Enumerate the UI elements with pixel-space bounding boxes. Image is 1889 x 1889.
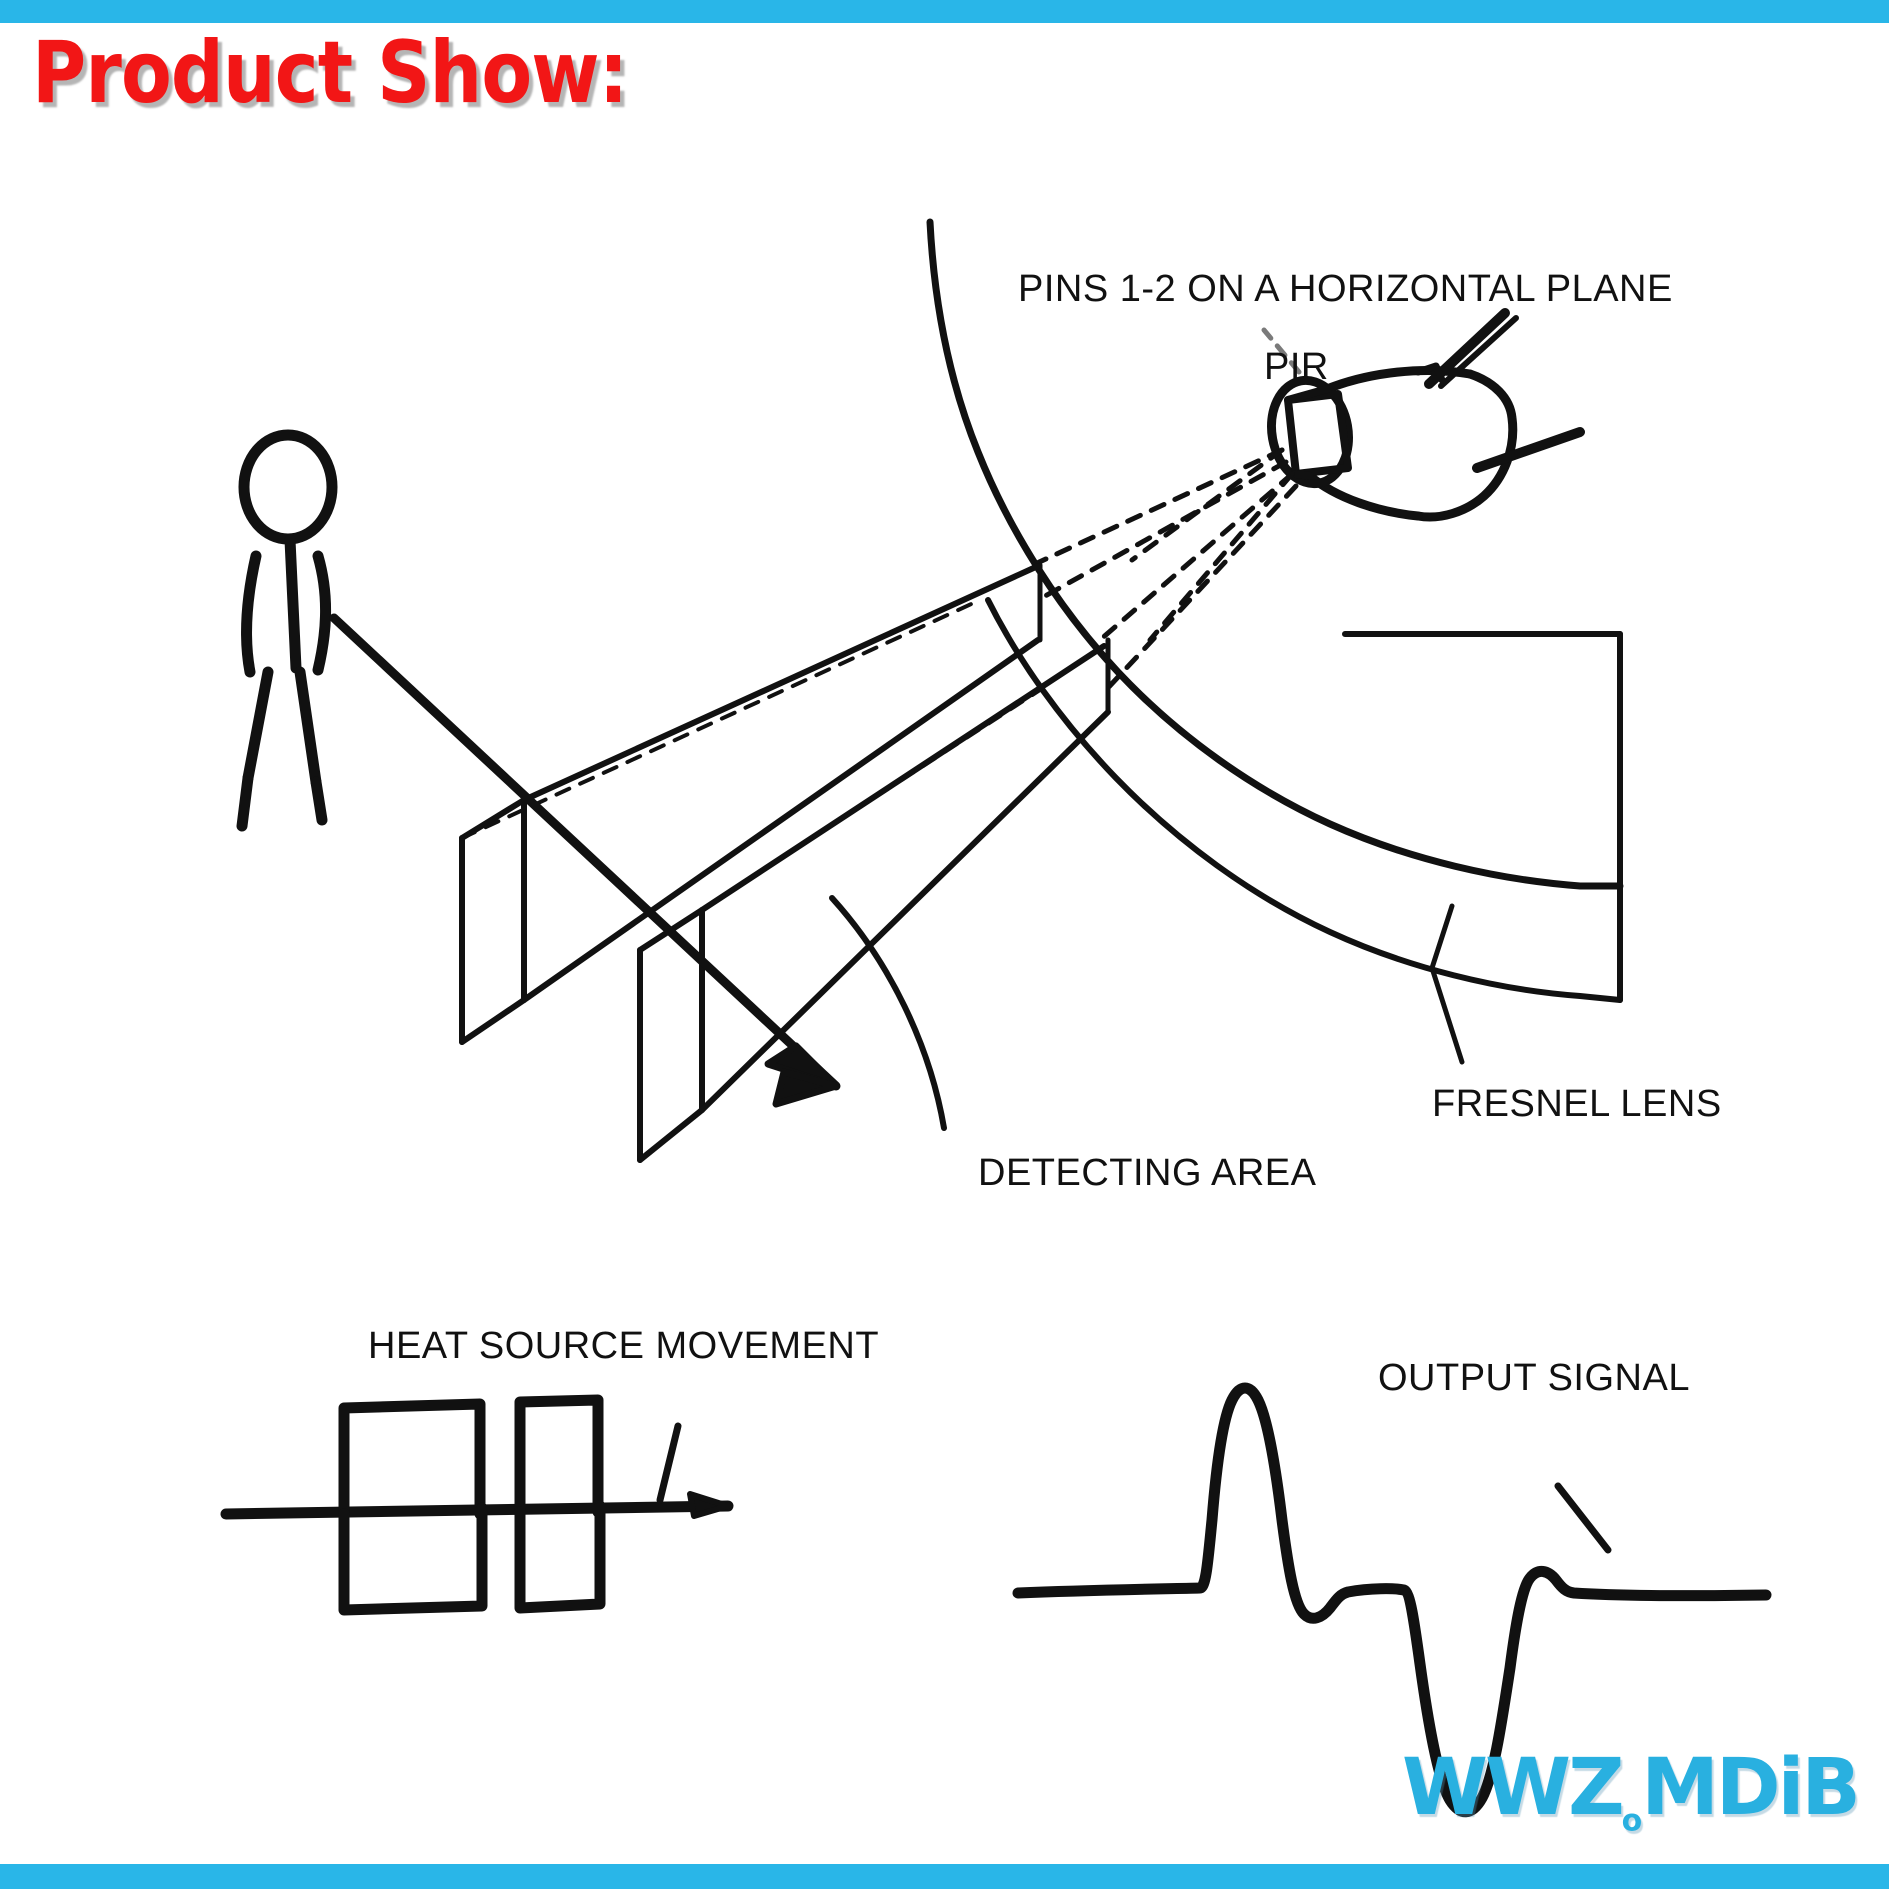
label-pir: PIR [1264,346,1329,388]
page-title: Product Show: [32,23,628,123]
label-detecting-area: DETECTING AREA [978,1152,1317,1194]
bottom-accent-bar [0,1864,1889,1889]
pir-sensor-icon [1267,308,1585,522]
square-wave-icon [220,1394,734,1616]
logo-sub-o: o [1621,1803,1643,1839]
motion-arrow-icon [329,613,841,1108]
detection-beam-icon [1032,447,1299,693]
logo-main: WWZ [1402,1743,1625,1833]
label-fresnel-lens: FRESNEL LENS [1432,1083,1722,1125]
stick-figure-icon [236,429,338,832]
label-heat-source-movement: HEAT SOURCE MOVEMENT [368,1325,880,1367]
top-accent-bar [0,0,1889,23]
label-pins-horizontal-plane: PINS 1-2 ON A HORIZONTAL PLANE [1018,268,1673,310]
detection-zone-boxes [459,563,1111,1163]
beam-frame [1037,562,1111,713]
label-output-signal: OUTPUT SIGNAL [1378,1357,1690,1399]
detecting-area-leader [829,895,947,1131]
logo-tail: MDiB [1641,1743,1861,1833]
brand-logo: WWZoMDiB [1402,1743,1861,1839]
